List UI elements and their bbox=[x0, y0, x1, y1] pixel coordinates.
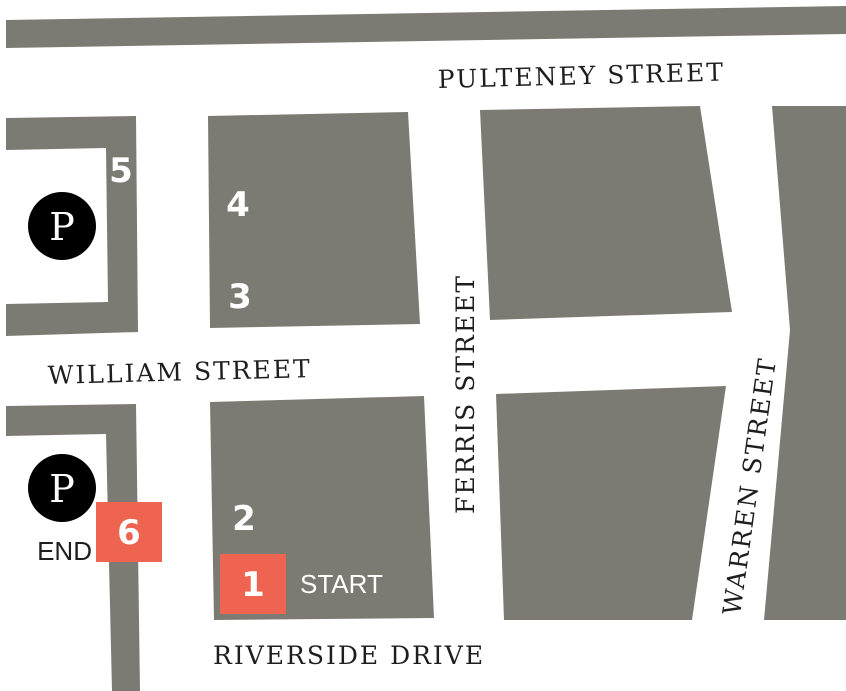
block-pulteney-ferris-warren bbox=[480, 106, 732, 320]
stop-3: 3 bbox=[228, 277, 252, 317]
stop-marker bbox=[96, 502, 162, 562]
street-label-pulteney: PULTENEY STREET bbox=[437, 57, 725, 94]
block-north-strip bbox=[6, 6, 846, 48]
parking-icon bbox=[28, 192, 96, 260]
street-label-ferris: FERRIS STREET bbox=[451, 274, 480, 514]
stop-6: 6 END bbox=[37, 502, 162, 566]
stop-4: 4 bbox=[226, 185, 250, 225]
city-blocks bbox=[6, 6, 846, 691]
block-east-warren bbox=[764, 106, 846, 620]
stop-1: 1 START bbox=[220, 554, 383, 614]
block-william-pulteney bbox=[208, 112, 420, 328]
parking-icon bbox=[28, 454, 96, 522]
stop-2: 2 bbox=[232, 499, 256, 539]
parking-symbol: P bbox=[49, 467, 75, 511]
stop-number: 6 bbox=[117, 513, 141, 553]
stop-5: 5 bbox=[109, 151, 133, 191]
stop-marker bbox=[220, 554, 286, 614]
block-nw-frame bbox=[6, 116, 138, 336]
street-label-riverside: RIVERSIDE DRIVE bbox=[213, 641, 485, 670]
street-label-william: WILLIAM STREET bbox=[47, 354, 312, 390]
stop-number: 1 bbox=[241, 565, 265, 605]
parking-symbol: P bbox=[49, 205, 75, 249]
block-ferris-warren-south bbox=[496, 386, 726, 620]
parking-south: P bbox=[28, 454, 96, 522]
parking-north: P bbox=[28, 192, 96, 260]
stop-label-start: START bbox=[300, 569, 383, 599]
stop-label-end: END bbox=[37, 536, 92, 566]
